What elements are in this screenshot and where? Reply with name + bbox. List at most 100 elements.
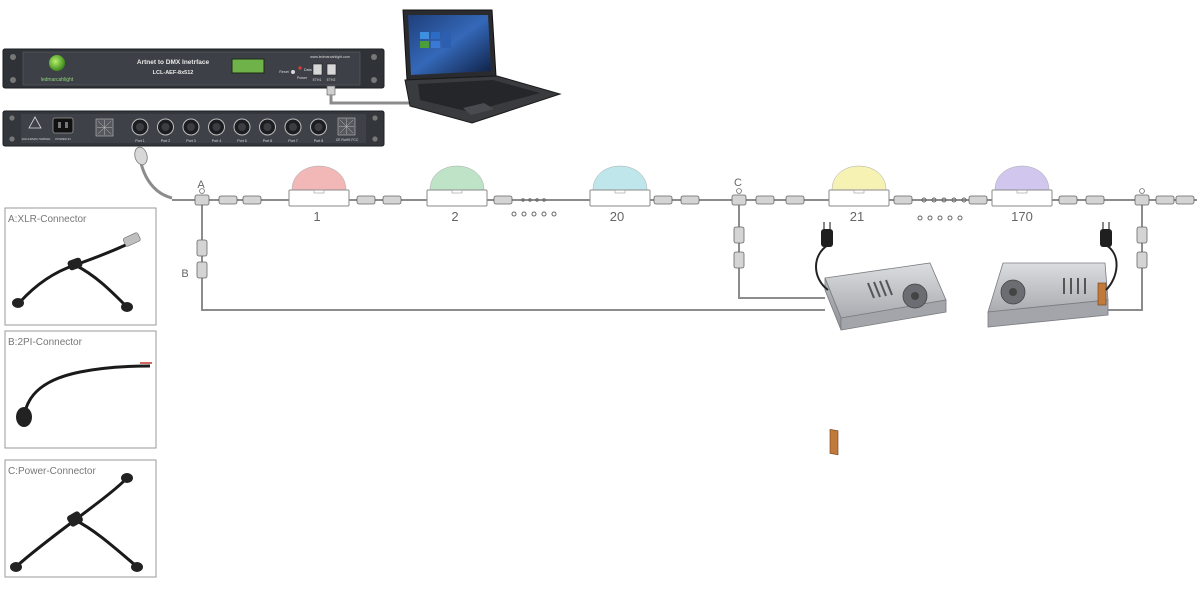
ellipsis-dots	[511, 197, 967, 221]
ethernet-port-1[interactable]	[312, 63, 323, 76]
reset-button[interactable]	[291, 70, 295, 74]
fan-grille-icon	[337, 117, 356, 136]
reset-label: Reset	[279, 70, 288, 74]
mains-plug-2	[1100, 222, 1118, 291]
junction-b-label: B	[181, 268, 188, 280]
power-supply-2	[987, 262, 1109, 328]
power-led-icon	[298, 66, 302, 70]
cable-connector	[1155, 195, 1175, 205]
dmx-port-7[interactable]: Port 7	[284, 118, 302, 143]
status-label: Data	[304, 68, 312, 72]
pixel-node-21: 21	[828, 165, 890, 224]
pixel-dome-170	[994, 165, 1050, 191]
pixel-node-20: 20	[589, 165, 651, 224]
pixel-dome-1	[291, 165, 347, 191]
junction-end	[1134, 188, 1150, 269]
dmx-port-6[interactable]: Port 6	[259, 118, 276, 143]
power-branch-line-c	[738, 205, 825, 299]
dmx-port-label: Port 1	[135, 139, 145, 143]
cable-connector	[1175, 195, 1195, 205]
power-supply-1	[824, 262, 947, 456]
dmx-port-2[interactable]: Port 2	[157, 118, 174, 143]
legend-2pi-connector: B:2PI-Connector	[4, 330, 157, 449]
pixel-dome-2	[429, 165, 485, 191]
xlr-plug-icon	[134, 146, 148, 166]
voltage-label: 100-240VAC 50/60Hz	[22, 137, 51, 141]
legend-xlr-connector: A:XLR-Connector	[4, 207, 157, 326]
legend-xlr-title: A:XLR-Connector	[8, 214, 87, 225]
cable-connector	[382, 195, 402, 205]
brand-logo-icon	[49, 55, 65, 71]
pixel-label-1: 1	[313, 209, 320, 224]
pixel-label-21: 21	[850, 209, 864, 224]
eth2-label: ETH2	[327, 78, 336, 82]
eth1-label: ETH1	[313, 78, 322, 82]
fan-grille-icon	[95, 118, 114, 137]
windows-start-tiles-icon	[420, 32, 451, 48]
dmx-port-8[interactable]: Port 8	[310, 118, 327, 143]
dmx-port-label: Port 3	[186, 139, 196, 143]
interface-title: Artnet to DMX Inetrface	[137, 59, 210, 66]
pixel-label-170: 170	[1011, 209, 1033, 224]
cable-connector	[493, 195, 513, 205]
legend-2pi-title: B:2PI-Connector	[8, 337, 83, 348]
dmx-port-3[interactable]: Port 3	[182, 118, 200, 143]
pixel-node-170: 170	[991, 165, 1053, 224]
cable-connector	[785, 195, 805, 205]
brand-name: ledmarcahlight	[41, 77, 74, 83]
rack-screw-icon	[10, 77, 16, 83]
lcd-display	[231, 58, 265, 74]
power-in-label: POWER IN	[55, 137, 70, 141]
dmx-port-label: Port 6	[263, 139, 273, 143]
rack-screw-icon	[372, 115, 378, 121]
dmx-port-label: Port 8	[314, 139, 324, 143]
cable-connector	[893, 195, 913, 205]
dmx-port-label: Port 4	[212, 139, 222, 143]
pixel-node-1: 1	[288, 165, 350, 224]
power-label: Power	[297, 76, 308, 80]
cable-connector	[968, 195, 988, 205]
junction-a: A	[194, 179, 210, 206]
legend-power-title: C:Power-Connector	[8, 466, 96, 477]
dmx-port-label: Port 5	[237, 139, 247, 143]
cable-connector	[242, 195, 262, 205]
dmx-port-1[interactable]: Port 1	[131, 118, 149, 143]
rack-screw-icon	[371, 54, 377, 60]
cable-connector	[1085, 195, 1105, 205]
rack-screw-icon	[371, 77, 377, 83]
cable-connector	[653, 195, 673, 205]
rack-screw-icon	[9, 136, 15, 142]
dmx-port-label: Port 7	[288, 139, 298, 143]
cable-connector	[755, 195, 775, 205]
warning-triangle-icon	[28, 116, 42, 129]
junction-b: B	[181, 239, 208, 280]
pixel-dome-20	[592, 165, 648, 191]
cable-connector	[356, 195, 376, 205]
pixel-node-2: 2	[426, 165, 488, 224]
xlr-cable	[134, 146, 173, 200]
junction-c-label: C	[734, 177, 742, 189]
power-inlet-socket[interactable]	[52, 117, 74, 134]
dmx-port-label: Port 2	[161, 139, 171, 143]
rack-screw-icon	[372, 136, 378, 142]
data-branch-line	[201, 205, 825, 311]
rack-screw-icon	[9, 115, 15, 121]
dmx-port-5[interactable]: Port 5	[233, 118, 251, 143]
ethernet-port-2[interactable]	[326, 63, 337, 76]
legend-power-connector: C:Power-Connector	[4, 459, 157, 578]
pixel-label-20: 20	[610, 209, 624, 224]
cable-connector	[218, 195, 238, 205]
laptop	[402, 9, 562, 124]
mains-plug-1	[815, 222, 833, 291]
rack-screw-icon	[10, 54, 16, 60]
certification-label: CE RoHS FCC	[336, 138, 359, 142]
junction-a-label: A	[197, 179, 205, 191]
cable-connector	[680, 195, 700, 205]
website-label: www.ledmarcahlight.com	[310, 55, 350, 59]
artnet-dmx-interface-back: 100-240VAC 50/60Hz POWER IN Port 1 Port 2…	[2, 110, 385, 147]
dmx-port-4[interactable]: Port 4	[208, 118, 225, 143]
pixel-dome-21	[831, 165, 887, 191]
interface-model: LCL-AEF-8x512	[153, 70, 194, 76]
cable-connector	[1058, 195, 1078, 205]
